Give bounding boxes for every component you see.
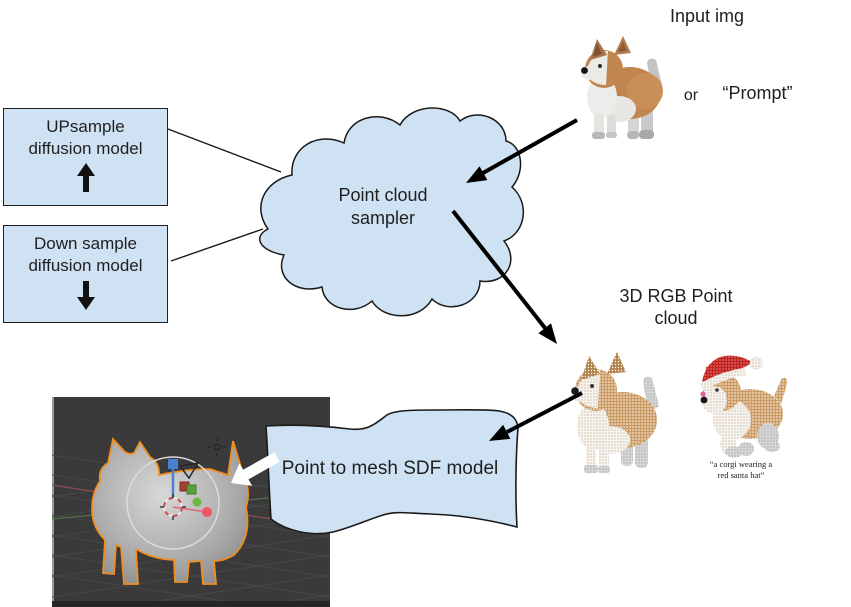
- corgi-eye: [598, 64, 602, 68]
- santa-caption: “a corgi wearing a red santa hat”: [686, 459, 796, 481]
- or-label: or: [683, 87, 699, 104]
- santa-caption-line1: “a corgi wearing a: [709, 459, 773, 469]
- rgb-point-cloud-label: 3D RGB Point cloud: [596, 285, 756, 329]
- cloud-label-line1: Point cloud: [338, 185, 428, 205]
- z-axis-handle: [168, 459, 178, 469]
- up-arrow-icon: [76, 163, 95, 192]
- rgb-label-line2: cloud: [654, 308, 698, 328]
- red-handle-dot: [202, 507, 212, 517]
- camera-icon: [178, 461, 200, 480]
- rotation-gizmo: [126, 456, 220, 550]
- point-cloud-corgi-image: [571, 352, 659, 473]
- sdf-model-label: Point to mesh SDF model: [281, 458, 499, 479]
- upsample-box-label-line1: UPsample: [46, 117, 125, 136]
- input-img-label: Input img: [669, 6, 745, 26]
- cloud-node-label: Point cloud sampler: [244, 184, 522, 230]
- santa-hat-pom: [749, 356, 763, 370]
- cloud-label-line2: sampler: [350, 208, 416, 228]
- prompt-label: “Prompt”: [722, 83, 793, 103]
- upsample-box-label-line2: diffusion model: [28, 139, 143, 158]
- rgb-label-line1: 3D RGB Point: [619, 286, 733, 306]
- santa-hat-brim: [700, 368, 747, 391]
- santa-corgi-image: [700, 355, 788, 458]
- down-arrow-icon: [76, 281, 95, 310]
- 3d-cursor-icon: [160, 494, 186, 520]
- point-light-icon: [208, 438, 226, 456]
- downsample-box-label-line1: Down sample: [33, 234, 137, 253]
- sdf-model-scroll: [265, 408, 519, 535]
- green-handle-dot: [192, 497, 202, 507]
- santa-caption-line2: red santa hat”: [717, 470, 765, 480]
- santa-hat: [702, 355, 752, 382]
- corgi-nose: [581, 67, 588, 74]
- downsample-model-box: Down sample diffusion model: [3, 225, 168, 323]
- input-corgi-image: [581, 36, 663, 139]
- upsample-model-box: UPsample diffusion model: [3, 108, 168, 206]
- downsample-box-label-line2: diffusion model: [28, 256, 143, 275]
